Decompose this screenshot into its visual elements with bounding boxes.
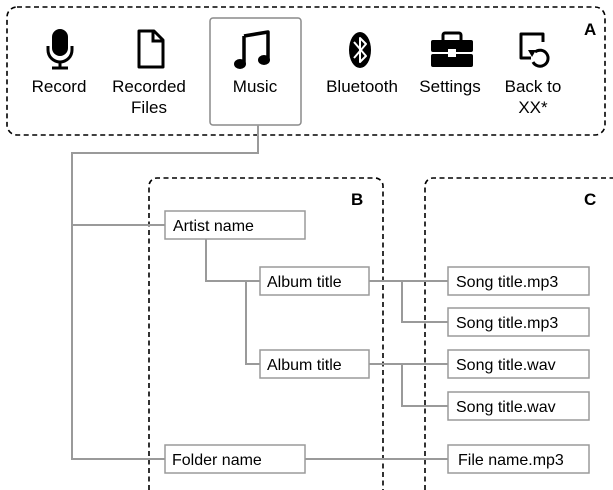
region-b-label: B bbox=[351, 190, 363, 209]
menu-item-recorded-files-label-line2[interactable]: Files bbox=[131, 98, 167, 117]
region-a-label: A bbox=[584, 20, 596, 39]
menu-item-record-label[interactable]: Record bbox=[32, 77, 87, 96]
song-node-3-box bbox=[447, 349, 590, 379]
menu-item-recorded-files-label-line1[interactable]: Recorded bbox=[112, 77, 186, 96]
song-node-3[interactable]: Song title.wav bbox=[456, 357, 556, 374]
menu-item-settings-label[interactable]: Settings bbox=[419, 77, 480, 96]
document-icon bbox=[137, 29, 165, 69]
song-node-1-box bbox=[447, 266, 590, 296]
folder-node[interactable]: Folder name bbox=[172, 452, 262, 469]
album-node-2[interactable]: Album title bbox=[267, 357, 342, 374]
toolbox-icon bbox=[431, 31, 473, 67]
menu-item-back-to-label-line2[interactable]: XX* bbox=[518, 98, 548, 117]
file-node-box bbox=[447, 444, 590, 474]
artist-node[interactable]: Artist name bbox=[173, 218, 254, 235]
song-node-4-box bbox=[447, 391, 590, 421]
song-node-4[interactable]: Song title.wav bbox=[456, 399, 556, 416]
microphone-icon bbox=[46, 29, 74, 70]
tree-connectors bbox=[71, 125, 448, 460]
artist-node-box bbox=[164, 210, 306, 240]
album-node-1[interactable]: Album title bbox=[267, 274, 342, 291]
folder-node-box bbox=[164, 444, 306, 474]
region-c-frame bbox=[424, 177, 613, 490]
album-node-1-box bbox=[259, 266, 370, 296]
menu-item-bluetooth-label[interactable]: Bluetooth bbox=[326, 77, 398, 96]
region-a-frame bbox=[6, 6, 606, 136]
song-node-2[interactable]: Song title.mp3 bbox=[456, 315, 558, 332]
song-node-1[interactable]: Song title.mp3 bbox=[456, 274, 558, 291]
album-node-2-box bbox=[259, 349, 370, 379]
menu-item-back-to-label-line1[interactable]: Back to bbox=[505, 77, 562, 96]
region-c-label: C bbox=[584, 190, 596, 209]
music-selected-frame bbox=[209, 17, 302, 126]
back-arrow-icon bbox=[519, 32, 550, 68]
file-node[interactable]: File name.mp3 bbox=[458, 452, 564, 469]
music-note-icon bbox=[234, 30, 270, 69]
song-node-2-box bbox=[447, 307, 590, 337]
menu-item-music-label[interactable]: Music bbox=[233, 77, 278, 96]
bluetooth-icon bbox=[349, 32, 371, 68]
region-b-frame bbox=[148, 177, 384, 490]
